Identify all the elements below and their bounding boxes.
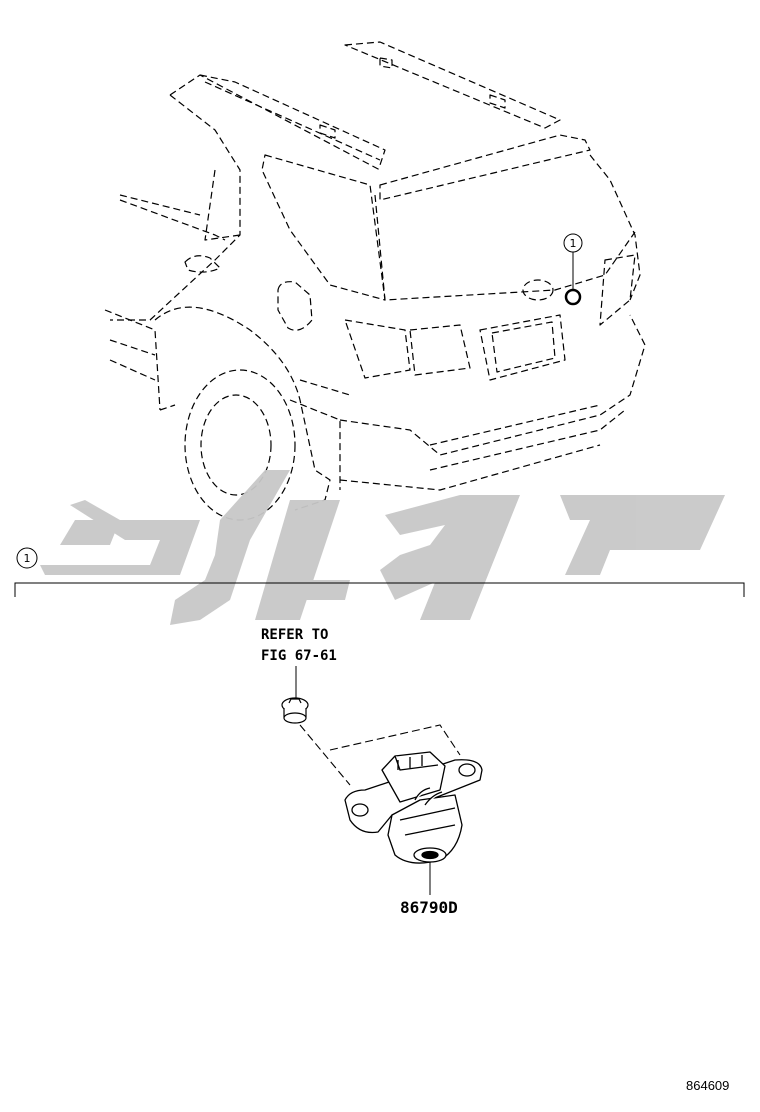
watermark-logo — [40, 470, 725, 625]
camera-assembly — [344, 751, 483, 864]
vehicle-callout: 1 — [563, 233, 583, 306]
vehicle-callout-number: 1 — [570, 237, 577, 250]
part-number-label: 86790D — [400, 898, 458, 917]
refer-note: REFER TO FIG 67-61 — [261, 627, 337, 700]
diagram-id: 864609 — [686, 1078, 729, 1093]
nut-part — [281, 697, 309, 724]
camera-location-marker — [564, 288, 582, 306]
section-divider-line — [14, 582, 745, 597]
vehicle-illustration — [104, 41, 646, 521]
refer-note-line1: REFER TO — [261, 627, 328, 643]
refer-note-line2: FIG 67-61 — [261, 648, 337, 664]
assembly-leader — [299, 724, 461, 786]
section-header: 1 — [14, 547, 745, 597]
section-callout-number: 1 — [24, 552, 31, 565]
